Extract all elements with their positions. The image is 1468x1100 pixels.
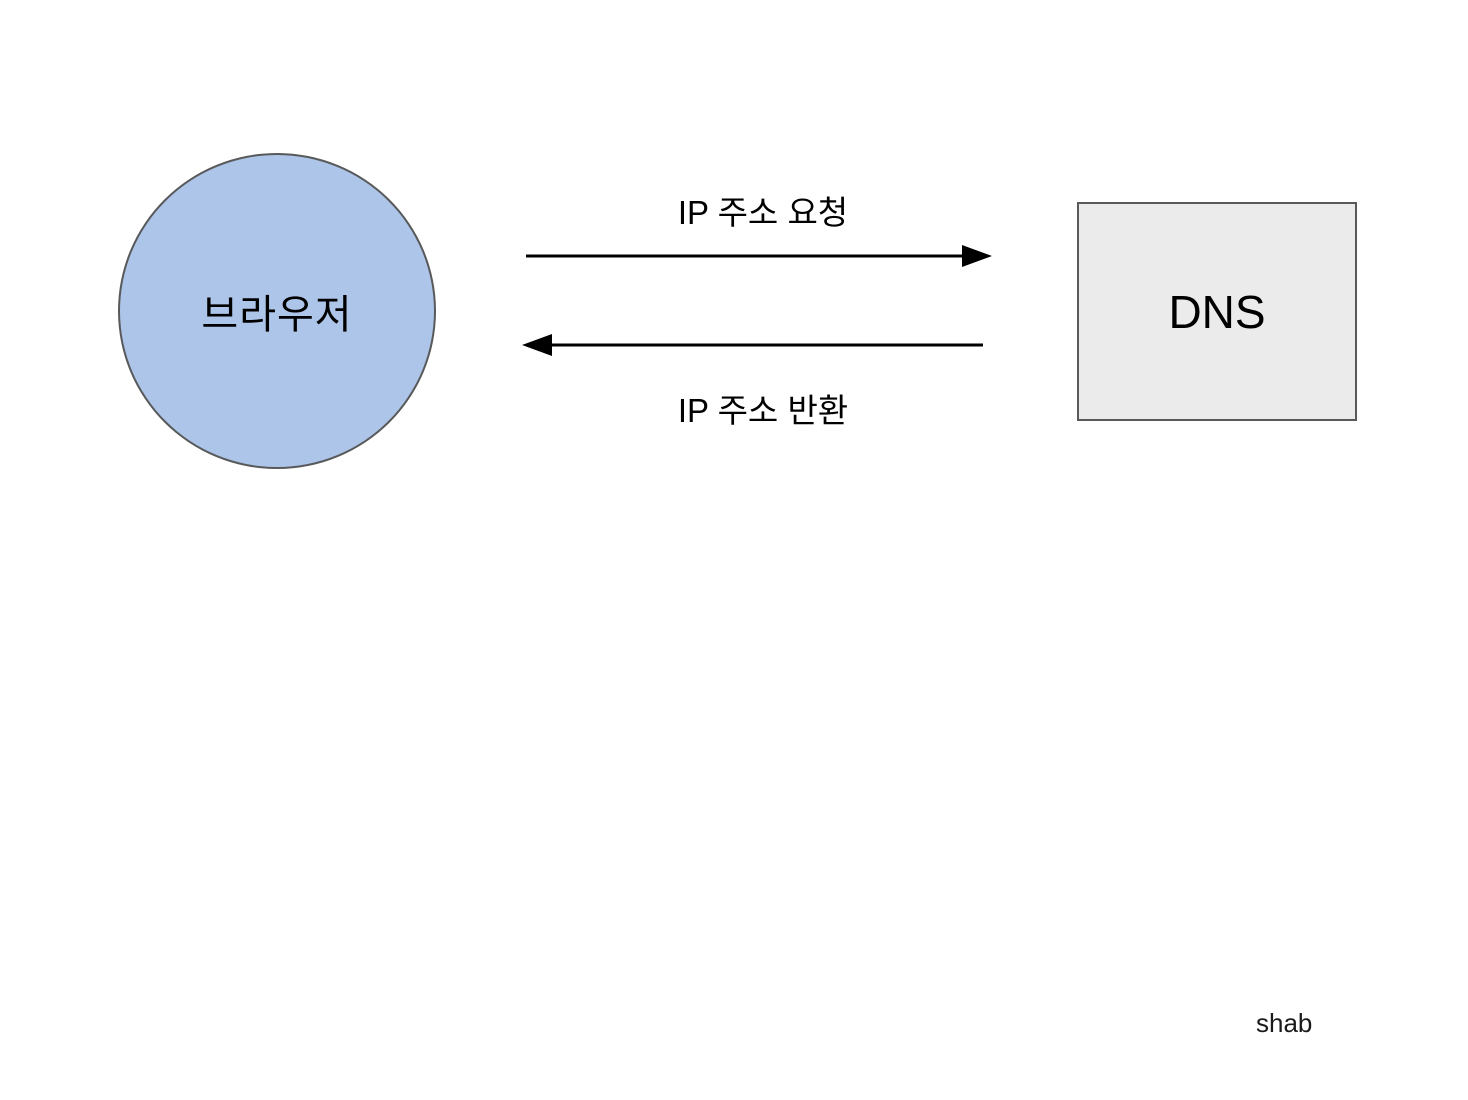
- browser-node: 브라우저: [118, 153, 436, 469]
- response-arrow-left-icon: [522, 334, 983, 356]
- dns-node: DNS: [1077, 202, 1357, 421]
- watermark-text: shab: [1256, 1008, 1313, 1038]
- request-edge-label: IP 주소 요청: [677, 194, 849, 231]
- dns-node-label: DNS: [1168, 285, 1266, 338]
- request-arrow-right-icon: [526, 245, 992, 267]
- browser-node-label: 브라우저: [201, 293, 353, 337]
- response-edge-label: IP 주소 반환: [677, 392, 849, 429]
